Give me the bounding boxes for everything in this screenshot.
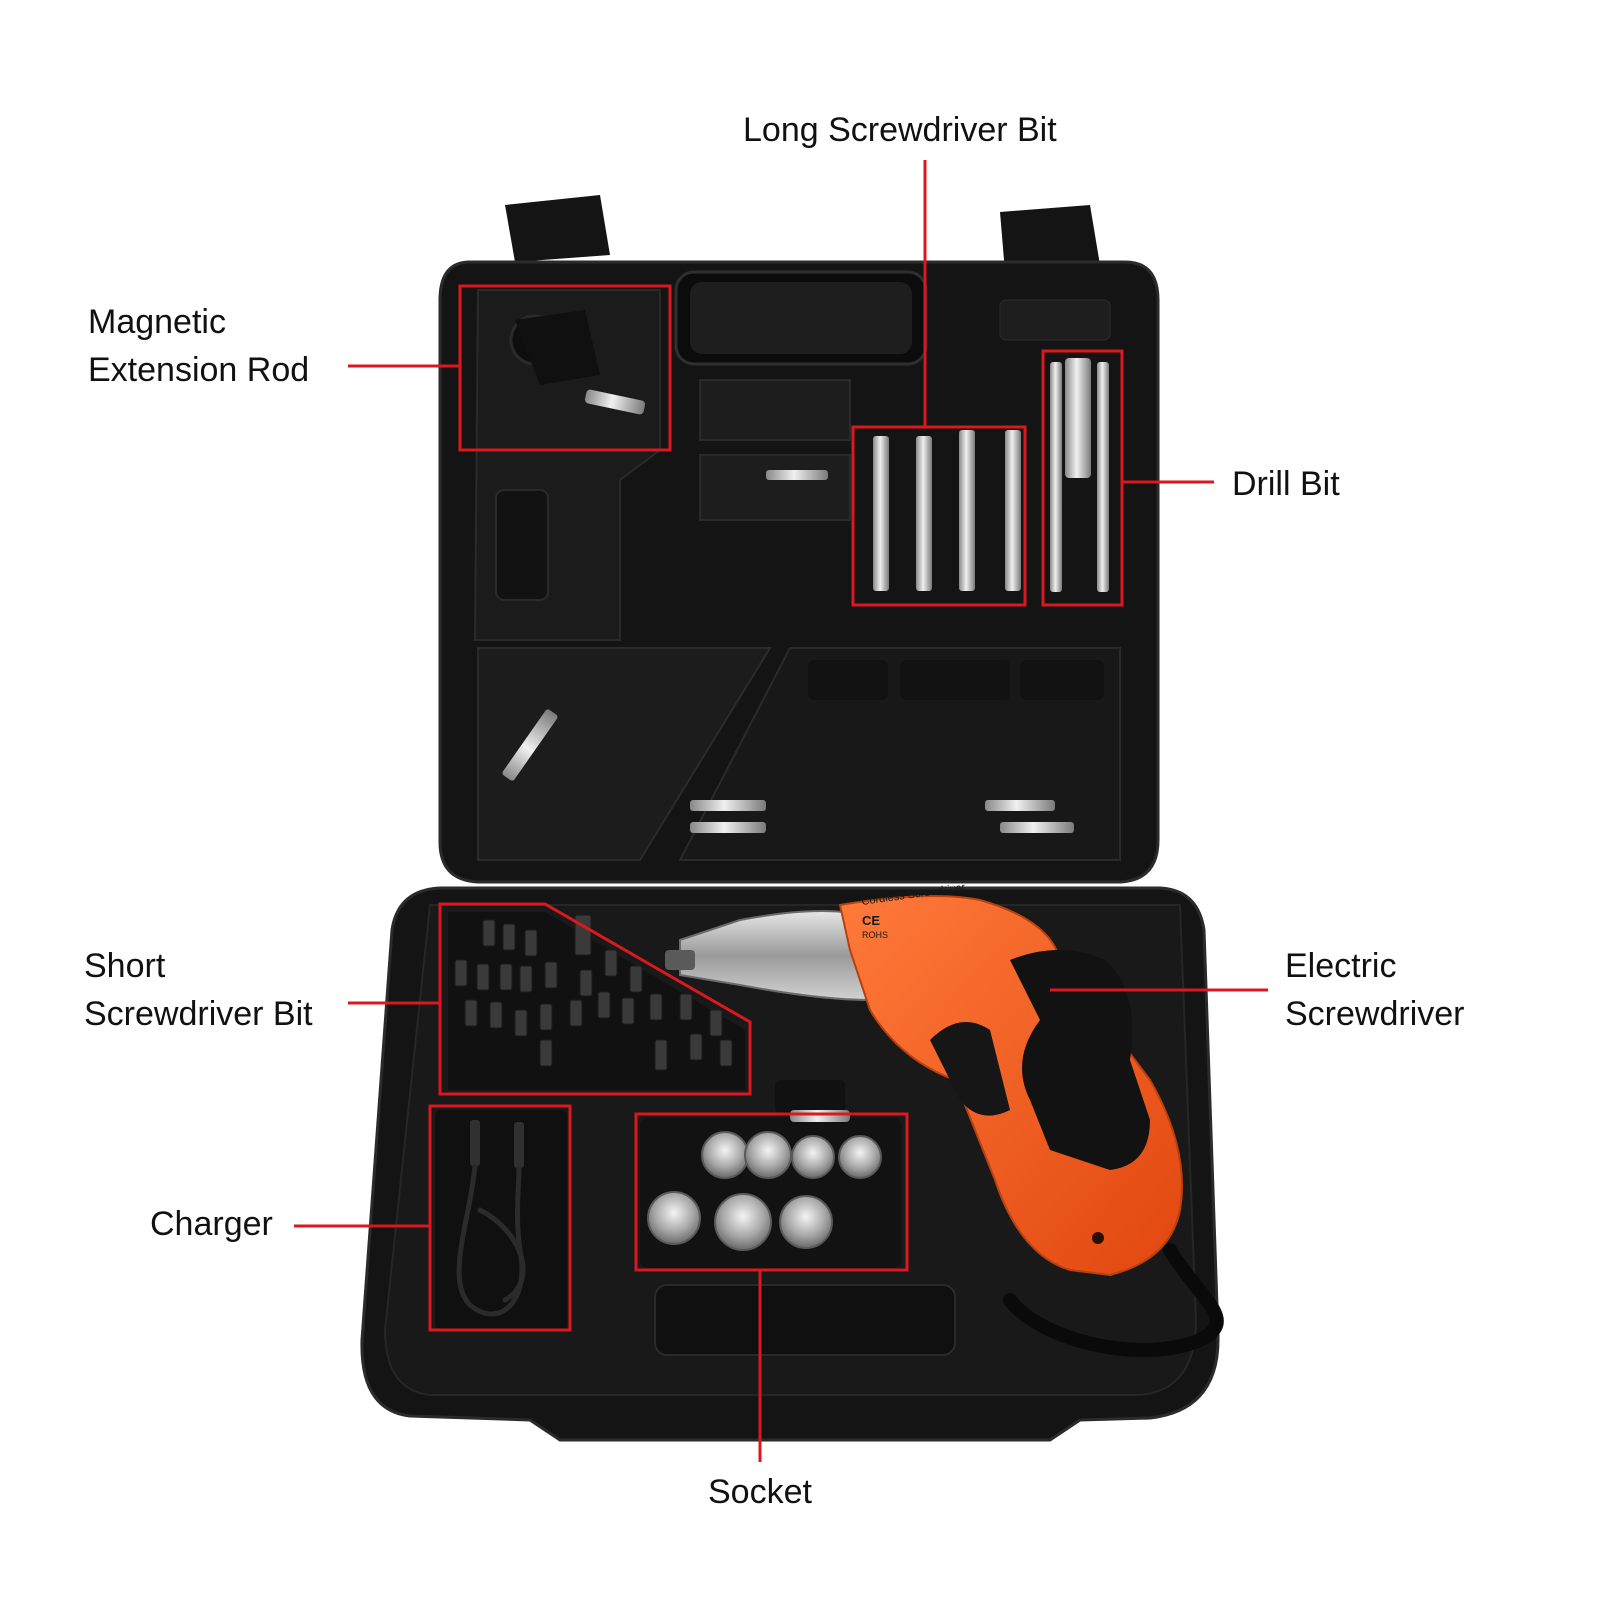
callout-box-socket bbox=[634, 1112, 909, 1272]
lid-bit bbox=[1000, 822, 1074, 833]
label-long-screwdriver-bit: Long Screwdriver Bit bbox=[743, 106, 1057, 154]
label-short-screwdriver-bit: Short Screwdriver Bit bbox=[84, 942, 313, 1038]
short-screwdriver-bits bbox=[454, 914, 733, 1071]
long-screwdriver-bits bbox=[873, 430, 1021, 591]
lid-tab-left bbox=[505, 195, 610, 262]
rohs-mark: ROHS bbox=[862, 930, 888, 940]
callout-box-short-bit bbox=[438, 902, 752, 1096]
label-long-screwdriver-bit-text: Long Screwdriver Bit bbox=[743, 111, 1057, 149]
ce-mark: CE bbox=[862, 913, 880, 928]
callout-box-long-bit bbox=[851, 425, 1027, 607]
lid-bit bbox=[690, 822, 766, 833]
label-socket: Socket bbox=[708, 1468, 812, 1516]
label-magnetic-line1: Magnetic bbox=[88, 303, 226, 341]
callout-box-drill-bit bbox=[1041, 349, 1124, 607]
callout-box-charger bbox=[428, 1104, 572, 1332]
label-magnetic-extension-rod: Magnetic Extension Rod bbox=[88, 298, 309, 394]
lid-bit bbox=[766, 470, 828, 480]
electric-screwdriver: Cordless Screwdriver CE ROHS bbox=[665, 881, 1224, 1357]
lid-bit bbox=[690, 800, 766, 811]
lid-tab-right bbox=[1000, 205, 1100, 272]
drill-bits bbox=[1050, 358, 1109, 592]
lid-bit bbox=[502, 709, 558, 781]
label-electric-line2: Screwdriver bbox=[1285, 995, 1465, 1033]
case-lid bbox=[438, 195, 1160, 884]
label-magnetic-line2: Extension Rod bbox=[88, 351, 310, 389]
label-charger-text: Charger bbox=[150, 1205, 273, 1243]
sockets bbox=[647, 1110, 882, 1251]
lid-bit bbox=[985, 800, 1055, 811]
label-electric-screwdriver: Electric Screwdriver bbox=[1285, 942, 1464, 1038]
label-short-line2: Screwdriver Bit bbox=[84, 995, 313, 1033]
label-short-line1: Short bbox=[84, 947, 166, 985]
charger-cable bbox=[456, 1120, 526, 1317]
magnetic-extension-rod bbox=[509, 310, 646, 415]
callout-box-magnetic bbox=[458, 284, 672, 452]
label-charger: Charger bbox=[150, 1200, 273, 1248]
label-drill-bit-text: Drill Bit bbox=[1232, 465, 1340, 503]
label-socket-text: Socket bbox=[708, 1473, 812, 1511]
callout-graphics bbox=[294, 160, 1268, 1462]
label-electric-line1: Electric bbox=[1285, 947, 1397, 985]
label-drill-bit: Drill Bit bbox=[1232, 460, 1340, 508]
